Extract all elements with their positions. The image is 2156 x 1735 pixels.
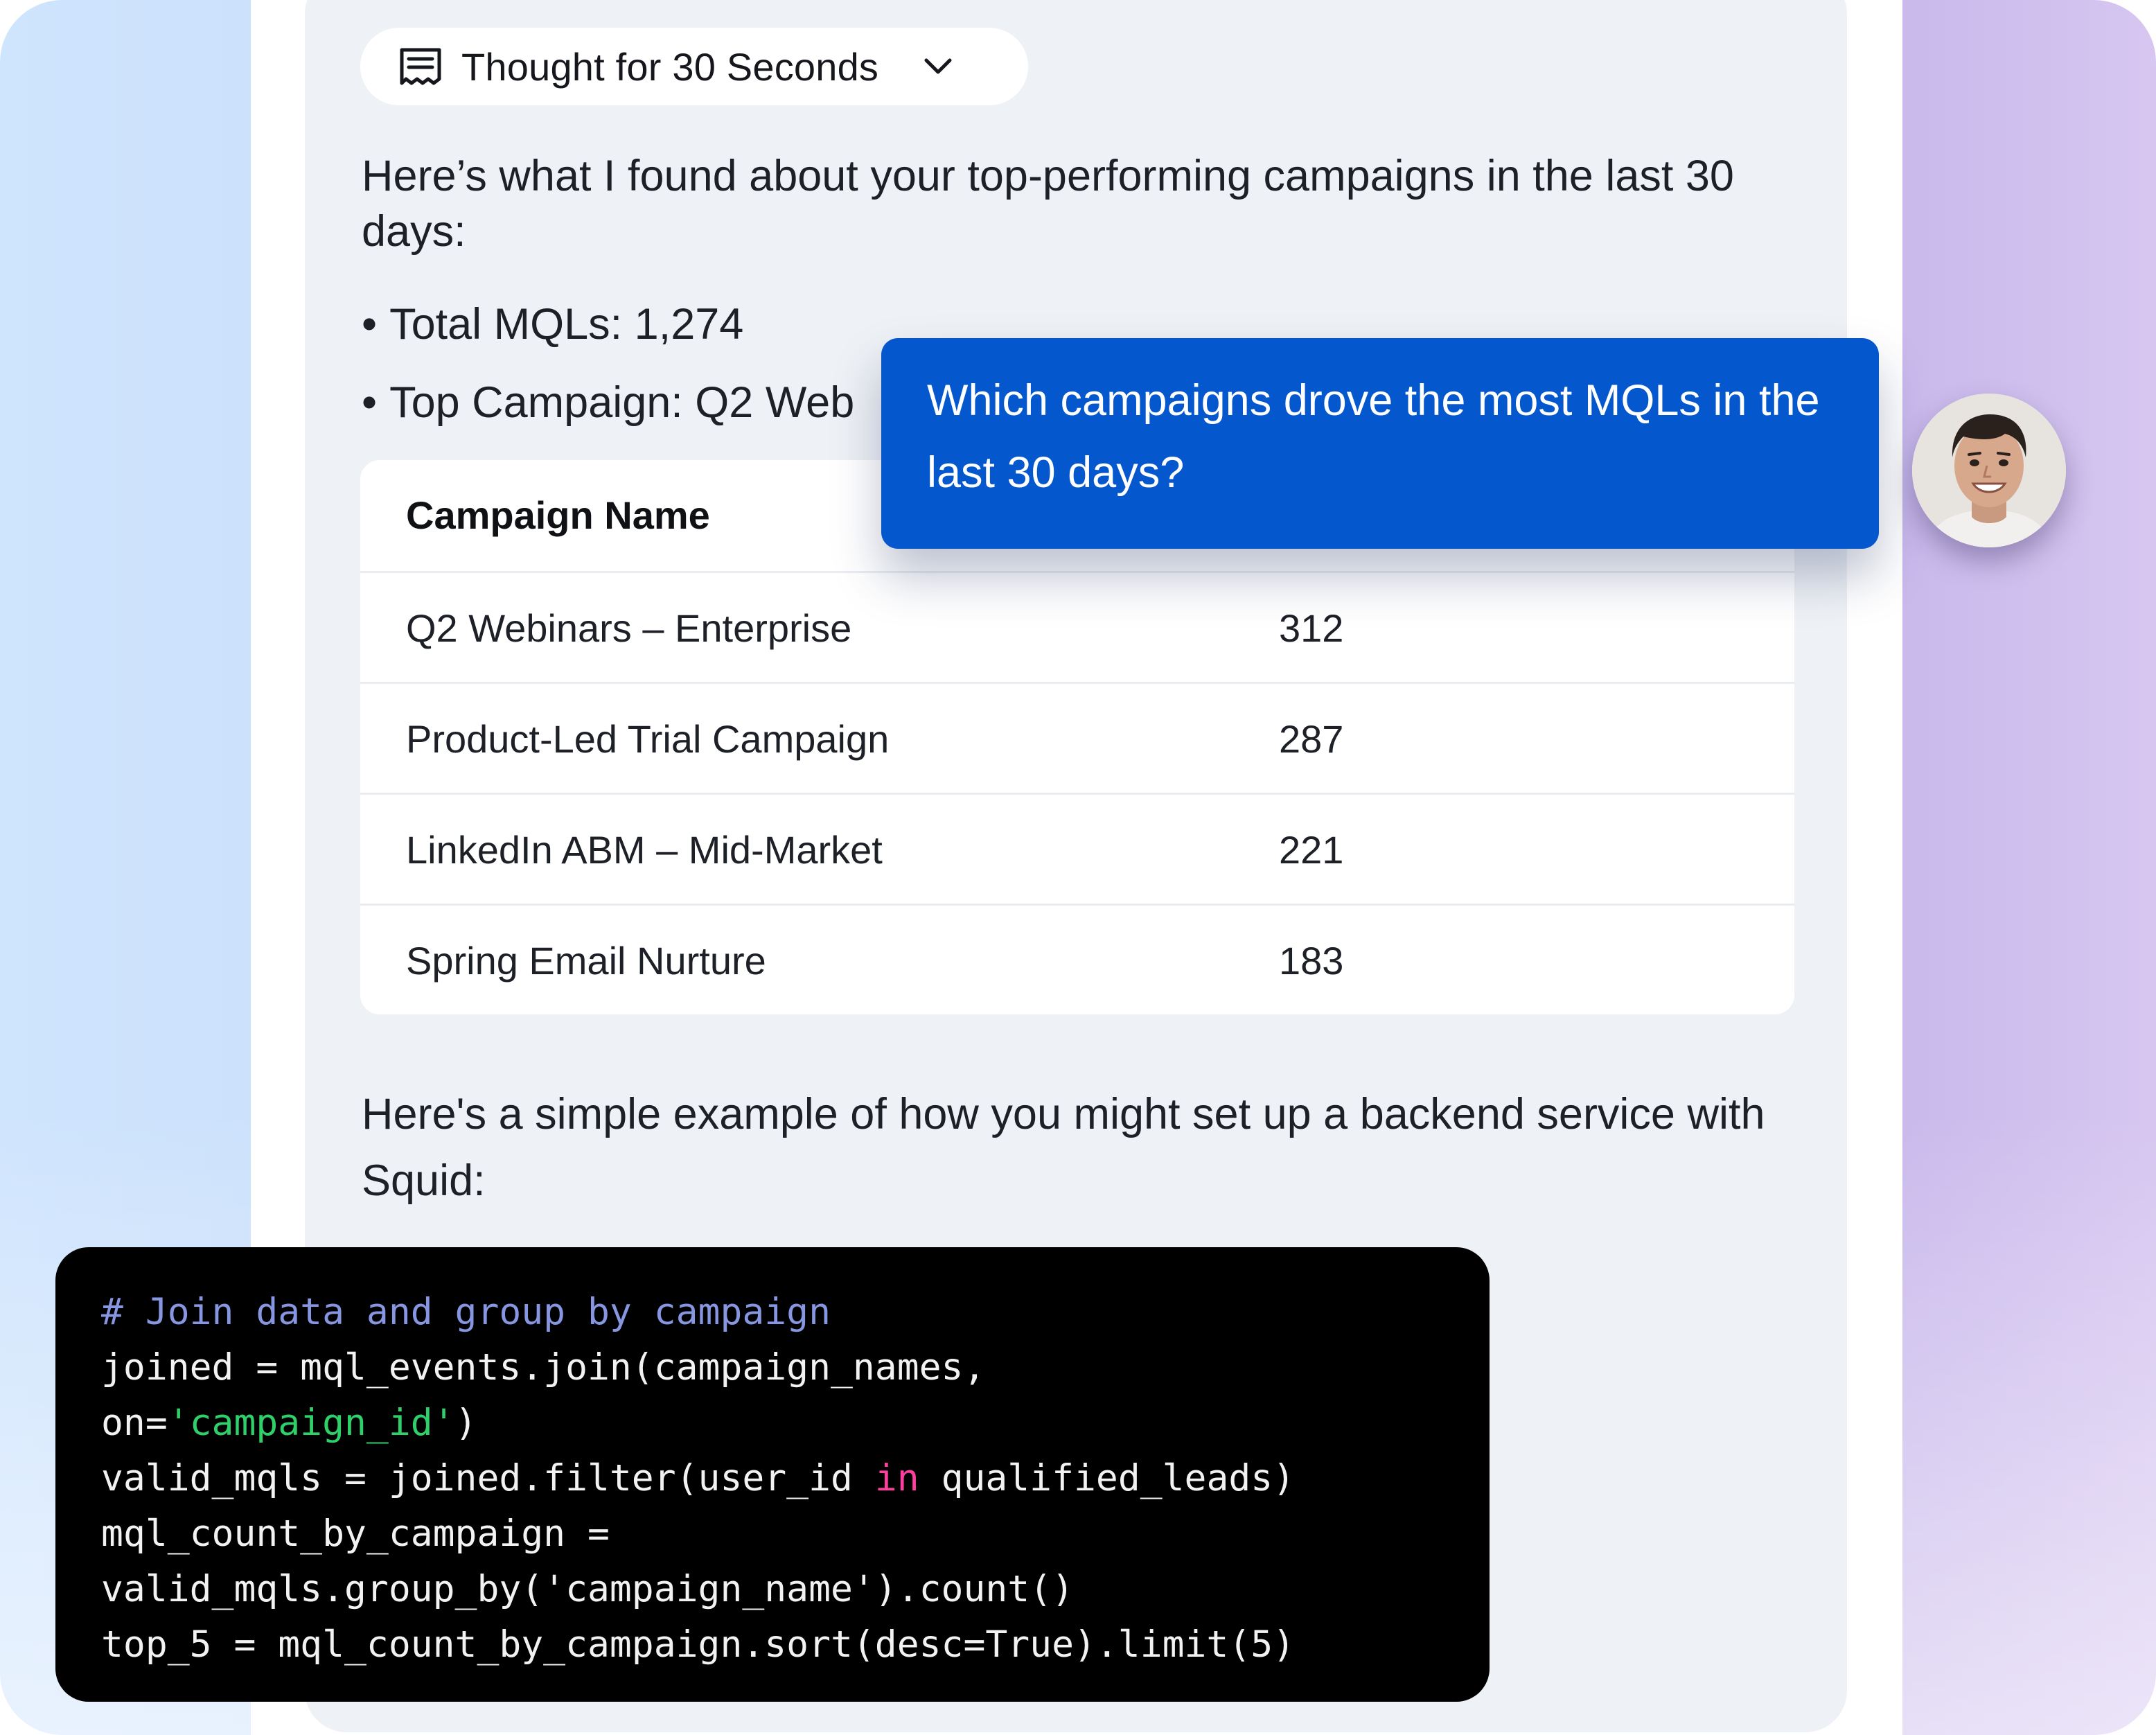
campaign-name-cell: Product-Led Trial Campaign xyxy=(406,717,890,761)
example-intro: Here's a simple example of how you might… xyxy=(362,1090,1765,1205)
campaign-table: Campaign Name Q2 Webinars – Enterprise 3… xyxy=(360,460,1794,1014)
column-header-campaign-name: Campaign Name xyxy=(406,493,710,537)
code-block: # Join data and group by campaign joined … xyxy=(55,1247,1490,1702)
code-token-string: 'campaign_id' xyxy=(167,1402,455,1444)
code-line: joined = mql_events.join(campaign_names, xyxy=(101,1340,1490,1395)
bullet-text: Top Campaign: Q2 Web xyxy=(389,378,855,427)
code-token-keyword: in xyxy=(874,1457,919,1499)
campaign-name-cell: Spring Email Nurture xyxy=(406,939,766,983)
mql-count-cell: 287 xyxy=(1279,717,1344,761)
table-header-row: Campaign Name xyxy=(360,460,1794,571)
bullet-total-mqls: •Total MQLs: 1,274 xyxy=(362,299,743,349)
bullet-dot: • xyxy=(362,378,378,427)
bullet-text: Total MQLs: 1,274 xyxy=(389,300,744,349)
code-token-plain: qualified_leads) xyxy=(919,1457,1296,1499)
code-line: valid_mqls.group_by('campaign_name').cou… xyxy=(101,1562,1490,1617)
code-line: mql_count_by_campaign = xyxy=(101,1506,1490,1562)
campaign-name-cell: LinkedIn ABM – Mid-Market xyxy=(406,828,883,872)
code-token-plain: mql_count_by_campaign = xyxy=(101,1513,610,1555)
mql-count-cell: 221 xyxy=(1279,828,1344,872)
thought-toggle-button[interactable]: Thought for 30 Seconds xyxy=(360,28,1028,105)
code-line: valid_mqls = joined.filter(user_id in qu… xyxy=(101,1451,1490,1506)
avatar-portrait-icon xyxy=(1912,394,2066,547)
document-icon xyxy=(400,48,441,85)
table-row: Q2 Webinars – Enterprise 312 xyxy=(360,571,1794,682)
campaign-name-cell: Q2 Webinars – Enterprise xyxy=(406,606,852,650)
code-token-plain: valid_mqls = joined.filter(user_id xyxy=(101,1457,875,1499)
code-token-plain: ) xyxy=(454,1402,477,1444)
code-token-plain: on= xyxy=(101,1402,168,1444)
user-message-bubble: Which campaigns drove the most MQLs in t… xyxy=(881,338,1879,549)
chevron-down-icon xyxy=(924,58,952,74)
bullet-top-campaign: •Top Campaign: Q2 Web xyxy=(362,378,854,428)
user-message-text: Which campaigns drove the most MQLs in t… xyxy=(927,376,1820,497)
code-token-plain: top_5 = mql_count_by_campaign.sort(desc=… xyxy=(101,1623,1296,1666)
thought-label: Thought for 30 Seconds xyxy=(461,44,879,89)
code-token-plain: valid_mqls.group_by('campaign_name').cou… xyxy=(101,1568,1074,1610)
table-row: LinkedIn ABM – Mid-Market 221 xyxy=(360,793,1794,904)
code-token-plain: joined = mql_events.join(campaign_names, xyxy=(101,1346,986,1389)
response-intro: Here’s what I found about your top-perfo… xyxy=(362,152,1734,256)
code-line: on='campaign_id') xyxy=(101,1395,1490,1451)
mql-count-cell: 183 xyxy=(1279,939,1344,983)
user-avatar[interactable] xyxy=(1912,394,2066,547)
code-token-comment: # Join data and group by campaign xyxy=(101,1291,831,1333)
bullet-dot: • xyxy=(362,300,378,349)
mql-count-cell: 312 xyxy=(1279,606,1344,650)
table-row: Spring Email Nurture 183 xyxy=(360,904,1794,1014)
table-row: Product-Led Trial Campaign 287 xyxy=(360,682,1794,793)
code-line: # Join data and group by campaign xyxy=(101,1285,1490,1340)
code-line: top_5 = mql_count_by_campaign.sort(desc=… xyxy=(101,1617,1490,1673)
